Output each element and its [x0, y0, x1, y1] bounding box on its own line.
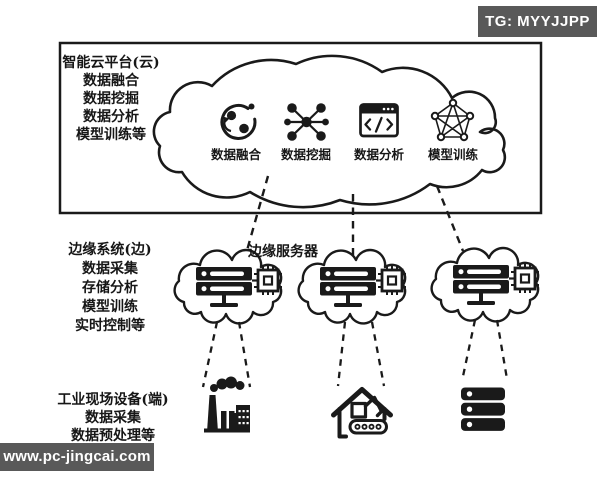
cloud-platform-title: 智能云平台(云): [62, 55, 160, 71]
cloud-to-edge-links: [244, 175, 465, 257]
edge-server-cloud-3: [430, 246, 541, 323]
watermark-label: www.pc-jingcai.com: [3, 448, 151, 465]
server-rack-icon: [461, 387, 505, 431]
telegram-badge: TG: MYYJJPP: [478, 6, 597, 37]
device-capability: 数据预处理等: [71, 428, 155, 444]
edge-system-title: 边缘系统(边): [68, 242, 152, 258]
module-label-data-analysis: 数据分析: [353, 147, 405, 162]
cloud-platform-text-block: 智能云平台(云) 数据融合 数据挖掘 数据分析 模型训练等: [46, 54, 176, 144]
watermark: www.pc-jingcai.com: [0, 443, 154, 471]
data-fusion-icon: [220, 103, 257, 140]
cloud-capability: 数据融合: [83, 73, 139, 89]
cloud-platform-cloud: [152, 54, 507, 209]
edge-system-text-block: 边缘系统(边) 数据采集 存储分析 模型训练 实时控制等: [45, 241, 175, 336]
module-label-data-mining: 数据挖掘: [280, 147, 332, 162]
cloud-capability: 数据分析: [83, 109, 139, 125]
edge-capability: 数据采集: [82, 261, 138, 277]
edge-server-cloud-1: [173, 248, 284, 325]
edge-server-cloud-2: [297, 248, 408, 325]
telegram-badge-label: TG: MYYJJPP: [485, 13, 590, 30]
cloud-capability: 模型训练等: [76, 127, 146, 143]
cloud-platform-box: [58, 41, 543, 215]
field-devices-title: 工业现场设备(端): [57, 392, 169, 408]
device-capability: 数据采集: [85, 410, 141, 426]
edge-to-device-links: [201, 319, 509, 388]
edge-capability: 模型训练: [82, 299, 138, 315]
module-label-model-training: 模型训练: [427, 147, 479, 162]
field-devices-text-block: 工业现场设备(端) 数据采集 数据预处理等: [38, 391, 188, 445]
module-label-data-fusion: 数据融合: [210, 147, 262, 162]
workshop-machine-icon: [331, 387, 393, 439]
data-mining-icon: [284, 103, 329, 141]
model-training-icon: [430, 98, 475, 142]
edge-capability: 存储分析: [82, 280, 138, 296]
edge-server-label: 边缘服务器: [248, 244, 318, 260]
data-analysis-icon: [359, 103, 399, 138]
edge-capability: 实时控制等: [75, 318, 145, 334]
factory-icon: [204, 376, 250, 433]
cloud-capability: 数据挖掘: [83, 91, 139, 107]
